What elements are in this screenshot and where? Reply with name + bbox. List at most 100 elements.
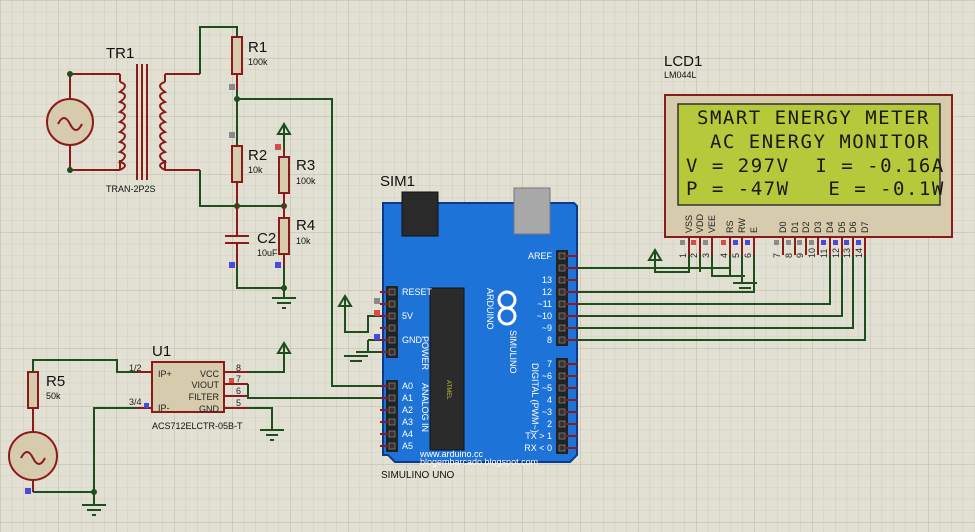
ac-source-1[interactable] (46, 74, 94, 170)
pin-label: A2 (402, 405, 413, 415)
pin-label: ~3 (542, 407, 552, 417)
lcd-pin-name: D1 (790, 221, 800, 233)
header-pin[interactable] (558, 372, 566, 380)
pin-state-marker (844, 240, 849, 245)
atmega-chip (429, 287, 465, 451)
header-pin[interactable] (558, 420, 566, 428)
resistor-r4[interactable]: R4 10k (278, 206, 315, 266)
power-terminal-icon (248, 341, 292, 373)
header-pin[interactable] (388, 418, 396, 426)
header-pin[interactable] (558, 396, 566, 404)
lcd-pin-number: 4 (719, 253, 729, 258)
lcd-line-1: SMART ENERGY METER (697, 107, 930, 129)
ac-source-2[interactable] (8, 431, 58, 481)
capacitor-c2[interactable]: C2 10uF (225, 206, 278, 265)
pin-label: ~9 (542, 323, 552, 333)
header-pin[interactable] (388, 300, 396, 308)
pin-label: 2 (547, 419, 552, 429)
header-pin[interactable] (558, 252, 566, 260)
pin-state-marker (797, 240, 802, 245)
header-pin[interactable] (558, 264, 566, 272)
lcd-pin-name: D6 (848, 221, 858, 233)
resistor-r1[interactable]: R1 100k (231, 36, 268, 90)
header-pin[interactable] (558, 432, 566, 440)
header-pin[interactable] (558, 360, 566, 368)
u1-pin-num: 6 (236, 386, 241, 396)
header-pin[interactable] (558, 336, 566, 344)
pin-state-marker (821, 240, 826, 245)
header-pin[interactable] (388, 430, 396, 438)
header-pin[interactable] (558, 312, 566, 320)
resistor-r3[interactable]: R3 100k (278, 150, 316, 206)
pin-label: 8 (547, 335, 552, 345)
header-pin[interactable] (558, 444, 566, 452)
r1-ref: R1 (248, 39, 267, 56)
u1-pin-num: 1/2 (129, 363, 142, 373)
lcd-pin-name: E (749, 227, 759, 233)
lcd-pin-number: 7 (772, 253, 782, 258)
pin-state-marker (733, 240, 738, 245)
pin-label: RX < 0 (524, 443, 552, 453)
header-pin[interactable] (388, 312, 396, 320)
lcd-pin-name: D2 (801, 221, 811, 233)
lcd-pin-name: VDD (695, 213, 705, 233)
header-pin[interactable] (388, 336, 396, 344)
pin-state-marker (774, 240, 779, 245)
header-pin[interactable] (388, 382, 396, 390)
r3-ref: R3 (296, 157, 315, 174)
lcd-line-2: AC ENERGY MONITOR (697, 131, 930, 153)
ground-icon (344, 355, 368, 362)
pin-label: ~10 (537, 311, 552, 321)
header-pin[interactable] (388, 442, 396, 450)
pin-state-marker (745, 240, 750, 245)
sim1-ref: SIM1 (380, 173, 415, 190)
header-pin[interactable] (558, 384, 566, 392)
header-pin[interactable] (388, 288, 396, 296)
transformer-tr1[interactable]: TR1 TRAN-2P2S (106, 45, 168, 194)
sine-icon (20, 451, 46, 465)
pin-state-marker (786, 240, 791, 245)
lcd-pin-name: D5 (837, 221, 847, 233)
header-pin[interactable] (558, 288, 566, 296)
pin-label: A3 (402, 417, 413, 427)
header-pin[interactable] (388, 406, 396, 414)
pin-label: 13 (542, 275, 552, 285)
r2-ref: R2 (248, 147, 267, 164)
u1-pin-viout: VIOUT (191, 380, 219, 390)
u1-pin-ipplus: IP+ (158, 369, 172, 379)
header-pin[interactable] (558, 276, 566, 284)
pin-header (386, 286, 398, 358)
header-pin[interactable] (558, 300, 566, 308)
pin-state-marker (833, 240, 838, 245)
pin-label: 4 (547, 395, 552, 405)
lcd-pin-name: D4 (825, 221, 835, 233)
pin-label: AREF (528, 251, 553, 261)
sine-icon (57, 117, 83, 131)
header-pin[interactable] (388, 324, 396, 332)
lcd-pin-number: 6 (743, 253, 753, 258)
lcd1-lm044l[interactable]: LCD1 LM044L SMART ENERGY METER AC ENERGY… (664, 53, 953, 258)
lcd-screen (677, 103, 941, 206)
pin-header (556, 358, 568, 454)
lcd-power-wire (647, 248, 690, 273)
power-terminal-icon (276, 122, 292, 150)
header-pin[interactable] (558, 324, 566, 332)
resistor-r2[interactable]: R2 10k (231, 145, 267, 206)
lcd-pin-name: VSS (684, 215, 694, 233)
lcd-pin-name: VEE (707, 215, 717, 233)
power-header-label: POWER (420, 336, 430, 371)
u1-pin-ipminus: IP- (158, 403, 170, 413)
r5-value: 50k (46, 391, 61, 401)
pin-label: GND (402, 335, 423, 345)
header-pin[interactable] (558, 408, 566, 416)
pin-label: A4 (402, 429, 413, 439)
arduino-simulino-uno[interactable]: ATMEL SIM1 SIMULINO UNO SIMULINO ARDUINO… (380, 173, 578, 481)
u1-pin-num: 3/4 (129, 397, 142, 407)
lcd-pin-number: 5 (731, 253, 741, 258)
header-pin[interactable] (388, 348, 396, 356)
header-pin[interactable] (388, 394, 396, 402)
pin-label: ~11 (537, 299, 552, 309)
ic-u1-acs712[interactable]: U1 ACS712ELCTR-05B-T IP+ IP- 1/2 3/4 VCC… (129, 343, 243, 431)
ground-icon (260, 429, 284, 441)
